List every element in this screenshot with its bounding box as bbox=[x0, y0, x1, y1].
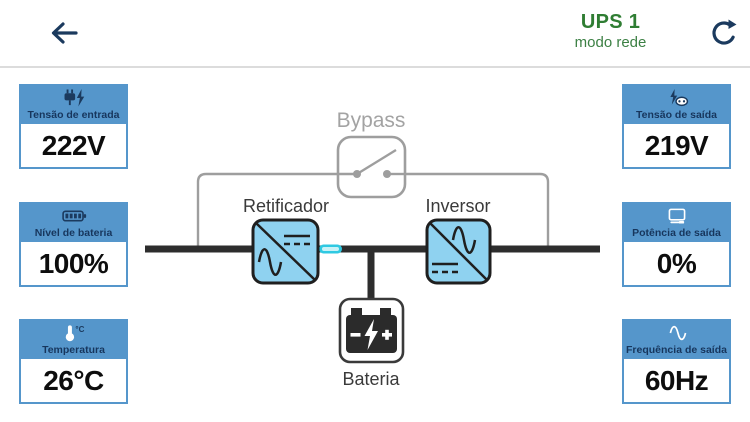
panel-input-voltage: Tensão de entrada 222V bbox=[19, 84, 128, 169]
output-power-value: 0% bbox=[656, 247, 697, 279]
panel-output-frequency: Frequência de saída 60Hz bbox=[622, 319, 731, 404]
battery-plus-v bbox=[385, 329, 389, 340]
input-voltage-value: 222V bbox=[41, 129, 106, 161]
panel-input-voltage-head: Tensão de entrada bbox=[21, 86, 126, 124]
panel-temperature-head: °C Temperatura bbox=[21, 321, 126, 359]
output-frequency-value: 60Hz bbox=[644, 364, 709, 396]
rectifier-sine bbox=[257, 248, 283, 276]
bypass-wire-left bbox=[196, 172, 338, 248]
panel-output-power-head: Potência de saída bbox=[624, 204, 729, 242]
power-flow-indicator bbox=[319, 244, 342, 254]
battery-minus-sign bbox=[350, 333, 361, 337]
page-title: UPS 1 bbox=[580, 11, 641, 33]
battery-icon bbox=[61, 210, 86, 222]
panel-title: Tensão de saída bbox=[636, 109, 717, 121]
inverter-node bbox=[425, 218, 492, 285]
panel-battery-level-head: Nível de bateria bbox=[21, 204, 126, 242]
back-button[interactable] bbox=[42, 13, 86, 53]
battery-bolt-icon bbox=[364, 319, 378, 350]
back-arrow-icon bbox=[51, 22, 78, 44]
bypass-label: Bypass bbox=[337, 109, 406, 132]
thermometer-icon: °C bbox=[65, 325, 84, 342]
inverter-label: Inversor bbox=[425, 196, 490, 216]
bolt-outlet-icon bbox=[669, 89, 688, 107]
ups-mode-status: modo rede bbox=[574, 34, 647, 51]
plug-bolt-icon bbox=[64, 89, 84, 107]
refresh-icon bbox=[712, 19, 737, 45]
panel-output-frequency-head: Frequência de saída bbox=[624, 321, 729, 359]
refresh-button[interactable] bbox=[702, 13, 746, 53]
panel-output-power: Potência de saída 0% bbox=[622, 202, 731, 287]
panel-title: Potência de saída bbox=[632, 227, 721, 239]
inverter-box bbox=[425, 218, 492, 285]
battery-box bbox=[338, 297, 405, 364]
panel-battery-level: Nível de bateria 100% bbox=[19, 202, 128, 287]
rectifier-box bbox=[251, 218, 320, 285]
bypass-contact-left bbox=[353, 170, 361, 178]
svg-text:°C: °C bbox=[75, 325, 84, 334]
battery-label: Bateria bbox=[342, 369, 400, 389]
panel-temperature: °C Temperatura 26°C bbox=[19, 319, 128, 404]
battery-terminal-left bbox=[351, 308, 362, 317]
inverter-sine bbox=[451, 226, 477, 254]
battery-body bbox=[346, 315, 397, 353]
sine-wave-icon bbox=[669, 325, 686, 341]
title-block: UPS 1 modo rede bbox=[538, 11, 683, 51]
bypass-switch-box bbox=[336, 135, 407, 199]
power-flow-indicator-core bbox=[322, 247, 339, 251]
battery-terminal-right bbox=[380, 308, 391, 317]
temperature-value: 26°C bbox=[43, 364, 104, 396]
output-voltage-value: 219V bbox=[644, 129, 709, 161]
panel-title: Tensão de entrada bbox=[27, 109, 120, 121]
panel-title: Frequência de saída bbox=[626, 344, 727, 356]
rectifier-label: Retificador bbox=[243, 196, 329, 216]
panel-output-voltage: Tensão de saída 219V bbox=[622, 84, 731, 169]
header: UPS 1 modo rede bbox=[0, 0, 750, 68]
battery-plus-h bbox=[382, 333, 392, 337]
bypass-contact-right bbox=[383, 170, 391, 178]
panel-title: Nível de bateria bbox=[34, 227, 113, 239]
rectifier-diagonal bbox=[255, 222, 316, 281]
inverter-diagonal bbox=[429, 222, 488, 281]
panel-output-voltage-head: Tensão de saída bbox=[624, 86, 729, 124]
battery-level-value: 100% bbox=[38, 247, 109, 279]
monitor-icon bbox=[668, 208, 685, 224]
battery-node bbox=[338, 297, 405, 364]
bypass-switch-arm bbox=[356, 148, 397, 176]
rectifier-node bbox=[251, 218, 320, 285]
panel-title: Temperatura bbox=[42, 344, 105, 356]
bypass-wire-right bbox=[405, 172, 550, 248]
